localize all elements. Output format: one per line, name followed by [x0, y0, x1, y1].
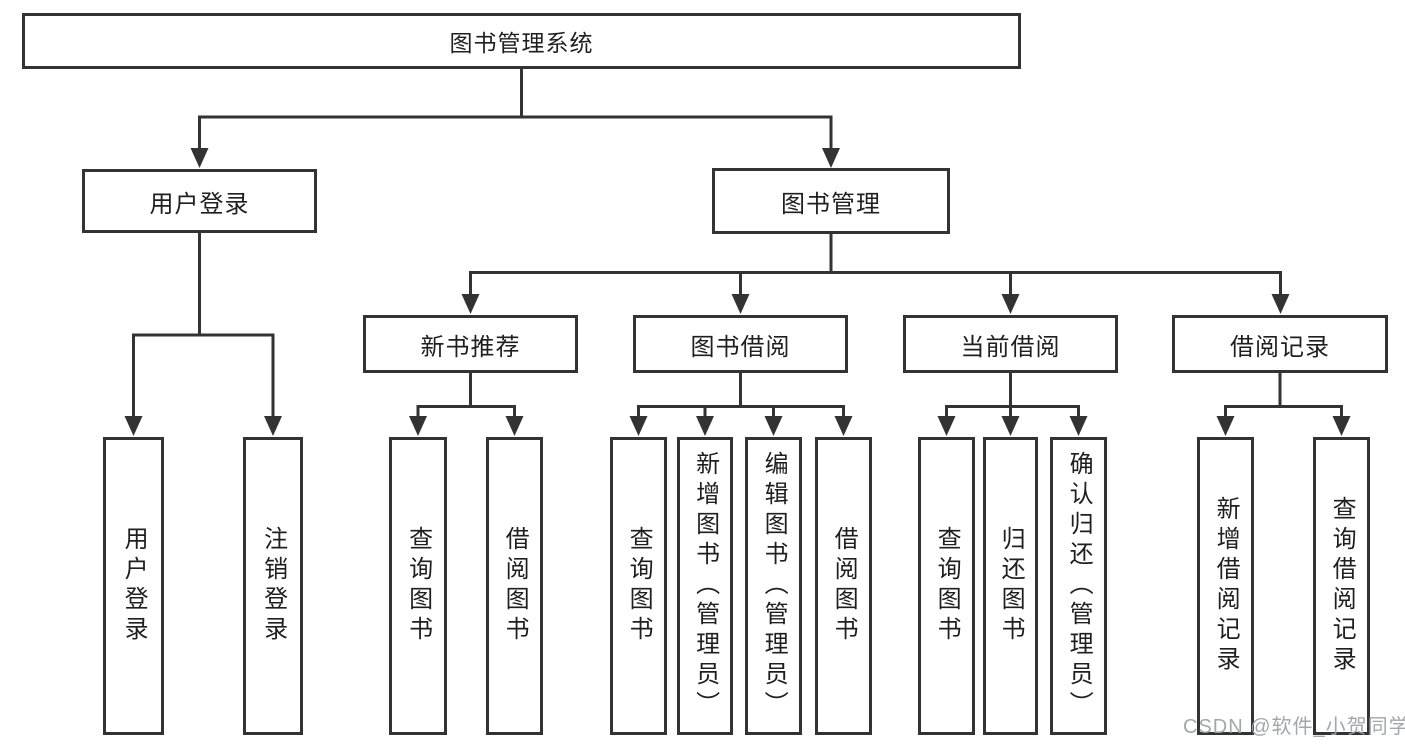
leaf-add-borrow-record-label: 新增借阅记录 — [1212, 496, 1240, 676]
leaf-user-login: 用户登录 — [103, 437, 164, 735]
node-user-login: 用户登录 — [82, 169, 317, 233]
node-book-borrow: 图书借阅 — [633, 315, 848, 373]
node-new-book-recommend: 新书推荐 — [363, 315, 578, 373]
node-root: 图书管理系统 — [22, 13, 1021, 69]
arrowheads — [124, 148, 1351, 436]
leaf-borrowsec-query-books-label: 查询图书 — [625, 526, 653, 646]
leaf-borrowsec-query-books: 查询图书 — [610, 437, 667, 735]
leaf-newbook-query-books: 查询图书 — [389, 437, 447, 735]
leaf-newbook-query-books-label: 查询图书 — [404, 526, 432, 646]
node-current-borrow: 当前借阅 — [903, 315, 1118, 373]
leaf-borrowsec-borrow-books: 借阅图书 — [815, 437, 872, 735]
leaf-return-books: 归还图书 — [983, 437, 1038, 735]
leaf-current-query-books-label: 查询图书 — [933, 526, 961, 646]
leaf-add-borrow-record: 新增借阅记录 — [1197, 437, 1254, 735]
leaf-query-borrow-record: 查询借阅记录 — [1313, 437, 1370, 735]
leaf-borrowsec-borrow-books-label: 借阅图书 — [830, 526, 858, 646]
leaf-add-books-admin-label: 新增图书（管理员） — [691, 451, 719, 721]
leaf-newbook-borrow-books-label: 借阅图书 — [501, 526, 529, 646]
leaf-logout: 注销登录 — [243, 437, 303, 735]
leaf-return-books-label: 归还图书 — [997, 526, 1025, 646]
leaf-logout-label: 注销登录 — [259, 526, 287, 646]
leaf-edit-books-admin: 编辑图书（管理员） — [745, 437, 802, 735]
node-borrow-records: 借阅记录 — [1172, 315, 1388, 373]
leaf-current-query-books: 查询图书 — [918, 437, 975, 735]
leaf-user-login-label: 用户登录 — [120, 526, 148, 646]
leaf-query-borrow-record-label: 查询借阅记录 — [1328, 496, 1356, 676]
leaf-add-books-admin: 新增图书（管理员） — [677, 437, 733, 735]
leaf-newbook-borrow-books: 借阅图书 — [486, 437, 543, 735]
leaf-confirm-return-admin: 确认归还（管理员） — [1050, 437, 1107, 735]
leaf-confirm-return-admin-label: 确认归还（管理员） — [1065, 451, 1093, 721]
csdn-watermark: CSDN @软件_小贺同学 — [1183, 716, 1405, 738]
leaf-edit-books-admin-label: 编辑图书（管理员） — [760, 451, 788, 721]
node-book-management: 图书管理 — [712, 168, 950, 234]
